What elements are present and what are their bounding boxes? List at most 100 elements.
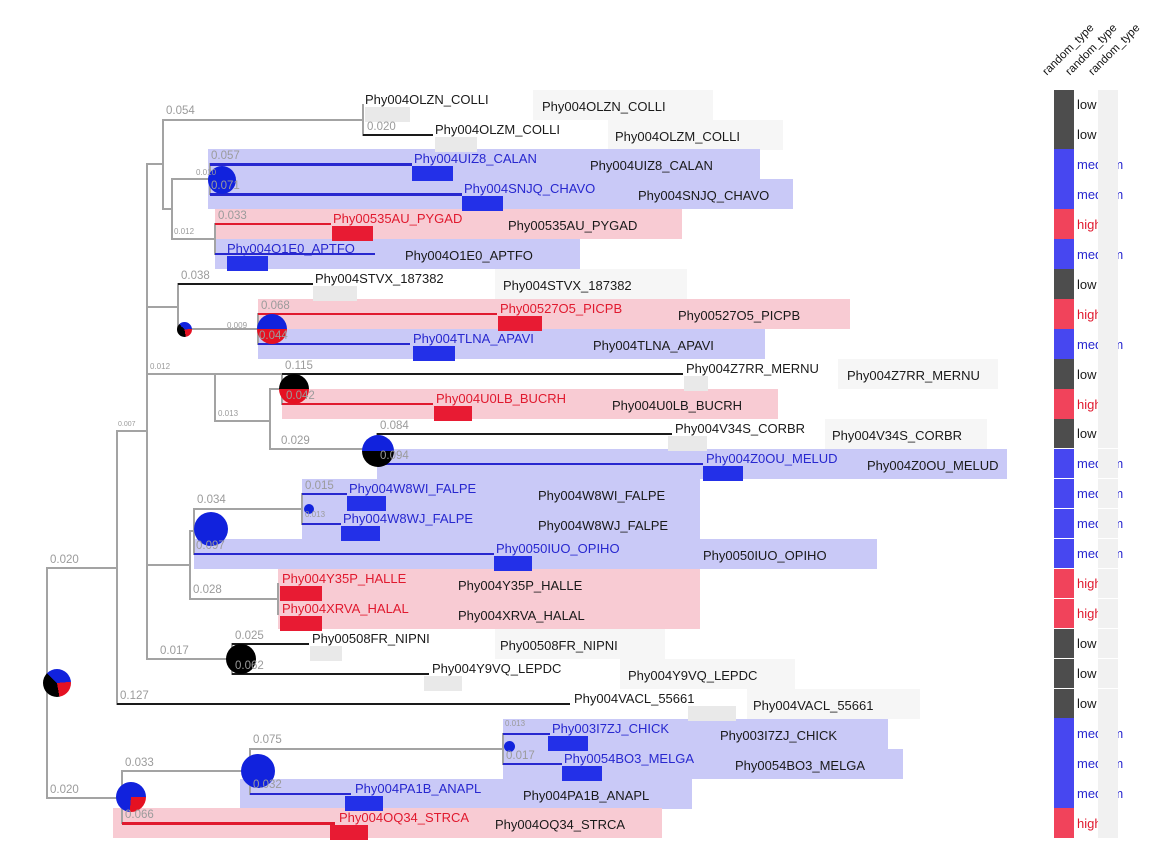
branch-length-label: 0.033 [125, 756, 154, 769]
clade-highlight [747, 688, 920, 719]
branch-length-label: 0.033 [218, 209, 247, 222]
branch-length-label: 0.013 [218, 409, 239, 418]
heatmap-value-label: low [1077, 366, 1097, 382]
heatmap-cell [1054, 448, 1074, 479]
tip-label: Phy004V34S_CORBR [675, 421, 806, 436]
tip-label: Phy004UIZ8_CALAN [414, 151, 537, 167]
tip-label-aligned: Phy004Y9VQ_LEPDC [628, 667, 758, 683]
tip-label-aligned: Phy004W8WI_FALPE [538, 487, 666, 503]
tree-edge [269, 388, 271, 450]
node-pie [257, 314, 287, 344]
tree-branch [178, 283, 313, 286]
clade-highlight [838, 359, 998, 390]
tree-edge [214, 223, 216, 256]
tip-bar [412, 166, 453, 182]
heatmap-cell-na [1098, 448, 1118, 479]
tree-edge [147, 305, 178, 308]
tip-label-aligned: Phy004Y35P_HALLE [458, 577, 583, 593]
branch-length-label: 0.020 [50, 553, 79, 566]
tree-branch [117, 702, 570, 705]
node-pie [208, 166, 236, 194]
branch-length-label: 0.054 [166, 105, 195, 117]
tip-bar [310, 645, 342, 661]
clade-highlight [495, 269, 687, 300]
tree-edge [189, 530, 191, 600]
heatmap-cell-na [1098, 658, 1118, 689]
tip-bar [345, 795, 383, 811]
tree-edge [190, 530, 194, 533]
tip-label: Phy004STVX_187382 [315, 271, 444, 287]
tip-bar [332, 226, 373, 242]
tree-branch [250, 792, 351, 795]
tip-bar [435, 136, 477, 152]
tree-edge [250, 747, 503, 750]
branch-length-label: 0.010 [196, 168, 217, 177]
branch-length-label: 0.013 [305, 510, 326, 519]
tree-edge [362, 103, 364, 136]
tree-branch [302, 492, 347, 496]
tip-bar [494, 555, 532, 571]
tip-label: Phy004W8WI_FALPE [349, 480, 477, 496]
branch-length-label: 0.062 [235, 659, 264, 672]
heatmap-cell-na [1098, 718, 1118, 748]
clade-highlight [495, 628, 665, 659]
tip-bar [413, 346, 455, 362]
heatmap-cell-na [1098, 329, 1118, 359]
tip-label-aligned: Phy0050IUO_OPIHO [703, 547, 827, 563]
tree-edge [270, 447, 377, 450]
branch-length-label: 0.015 [305, 479, 334, 492]
clade-highlight [278, 568, 700, 599]
heatmap-cell [1054, 89, 1074, 120]
tree-branch [122, 822, 335, 825]
heatmap-cell-na [1098, 239, 1118, 269]
tree-edge [47, 567, 117, 569]
tip-label-aligned: Phy004OQ34_STRCA [495, 817, 626, 833]
tree-branch [194, 552, 494, 555]
tip-bar [688, 705, 736, 721]
tip-bar [280, 615, 322, 631]
tree-branch [215, 223, 331, 226]
tree-edge [147, 163, 163, 166]
tip-label: Phy0050IUO_OPIHO [496, 540, 620, 556]
tree-branch [503, 762, 562, 765]
heatmap-cell [1054, 538, 1074, 569]
tree-branch [302, 522, 341, 526]
heatmap-cell [1054, 269, 1074, 299]
tip-label: Phy004Z0OU_MELUD [706, 451, 838, 466]
heatmap-value-label: high [1077, 306, 1102, 322]
heatmap-cell [1054, 778, 1074, 808]
tip-label-aligned: Phy004SNJQ_CHAVO [638, 188, 770, 204]
heatmap-cell [1054, 179, 1074, 209]
heatmap-cell [1054, 239, 1074, 269]
tip-bar [365, 106, 410, 122]
branch-length-label: 0.012 [174, 227, 195, 236]
tip-label-aligned: Phy004Z7RR_MERNU [847, 368, 980, 384]
tree-edge [172, 178, 210, 181]
branch-length-label: 0.017 [506, 749, 535, 762]
node-pie [43, 669, 71, 697]
tip-label: Phy004Y9VQ_LEPDC [432, 660, 562, 676]
tip-label-aligned: Phy003I7ZJ_CHICK [720, 727, 838, 743]
tip-label-aligned: Phy004O1E0_APTFO [405, 248, 533, 264]
tip-label: Phy004PA1B_ANAPL [355, 780, 482, 796]
branch-length-label: 0.034 [197, 494, 226, 506]
tip-label-aligned: Phy004OLZN_COLLI [542, 98, 666, 114]
tip-bar [462, 196, 503, 212]
tip-label: Phy004VACL_55661 [574, 690, 695, 706]
heatmap-cell-na [1098, 119, 1118, 149]
heatmap-cell [1054, 748, 1074, 778]
tip-label-aligned: Phy004TLNA_APAVI [593, 338, 714, 354]
clade-highlight [608, 119, 783, 150]
tip-label-aligned: Phy004VACL_55661 [753, 697, 874, 713]
tree-edge [172, 238, 215, 241]
heatmap-cell-na [1098, 89, 1118, 120]
heatmap-cell-na [1098, 359, 1118, 389]
heatmap-value-label: low [1077, 126, 1097, 142]
heatmap-cell-na [1098, 389, 1118, 419]
tree-branch [503, 732, 550, 735]
heatmap-cell-na [1098, 628, 1118, 659]
tree-edge [162, 118, 164, 211]
tip-bar [434, 406, 472, 421]
tip-label: Phy00527O5_PICPB [500, 301, 623, 317]
tree-edge [116, 430, 118, 705]
